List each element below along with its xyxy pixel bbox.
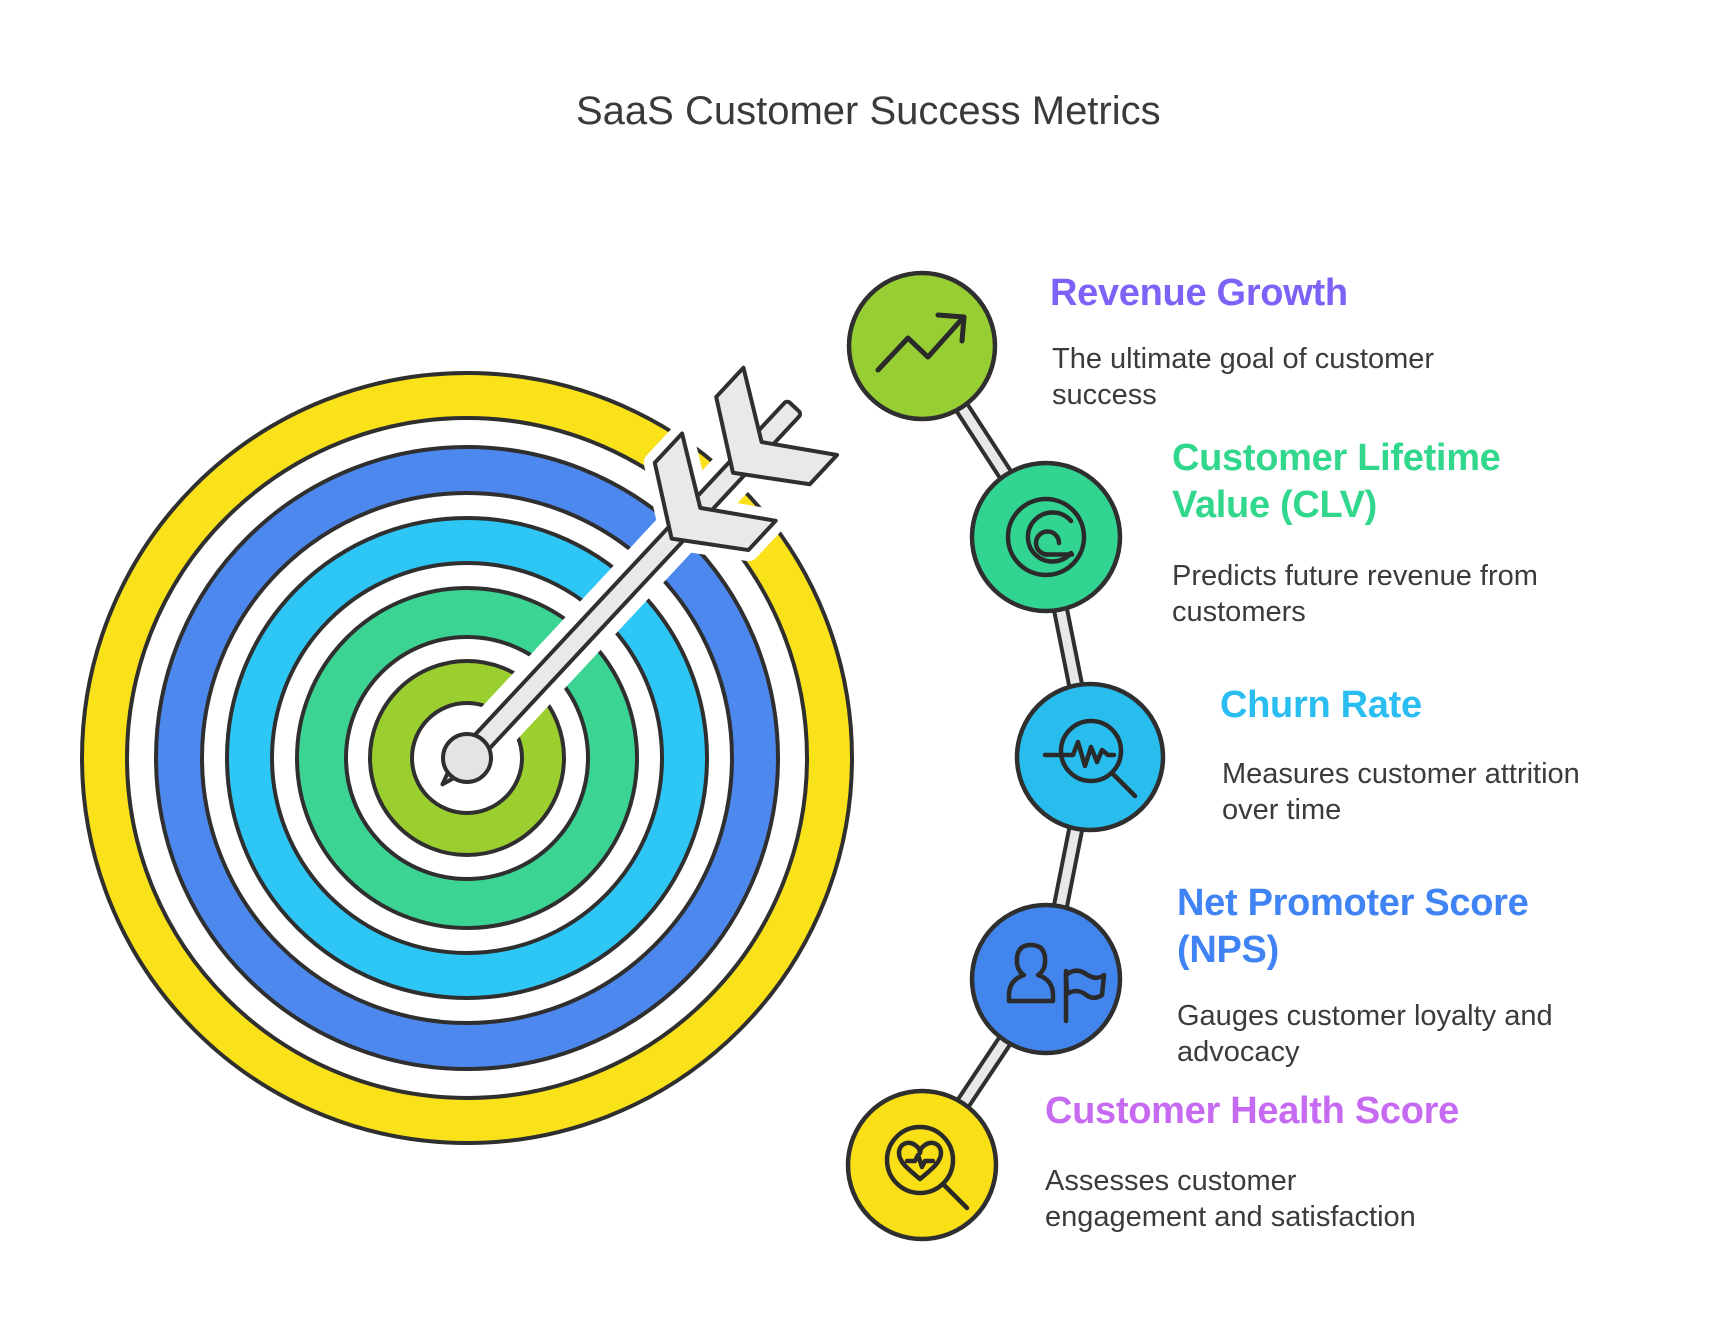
arrow-fletching <box>652 431 778 553</box>
metric-circle-nps <box>969 902 1123 1056</box>
metric-description-revenue-growth: The ultimate goal of customer success <box>1052 343 1435 411</box>
metric-heading-health-score: Customer Health Score <box>1045 1090 1459 1132</box>
metric-heading-revenue-growth: Revenue Growth <box>1050 272 1348 314</box>
target-arrow-icon <box>440 365 840 787</box>
spiral-target-icon <box>1005 496 1087 578</box>
page-title: SaaS Customer Success Metrics <box>576 89 1161 133</box>
metric-description-health-score: Assesses customer engagement and satisfa… <box>1045 1165 1416 1233</box>
target-center-dot <box>441 732 493 784</box>
metric-description-churn-rate: Measures customer attrition over time <box>1222 758 1580 826</box>
trend-up-arrow-icon <box>875 312 967 373</box>
magnifier-wave-icon <box>1042 718 1138 799</box>
metric-heading-clv: Customer Lifetime Value (CLV) <box>1172 437 1501 526</box>
metric-circle-health-score <box>845 1088 999 1242</box>
metric-circle-revenue-growth <box>846 270 998 422</box>
metric-circle-churn-rate <box>1014 681 1166 833</box>
arrow-fletching <box>714 365 840 487</box>
metric-description-clv: Predicts future revenue from customers <box>1172 560 1538 628</box>
metric-circle-clv <box>969 460 1123 614</box>
heart-magnifier-icon <box>884 1124 970 1211</box>
metric-heading-churn-rate: Churn Rate <box>1220 684 1422 726</box>
metric-heading-nps: Net Promoter Score (NPS) <box>1177 882 1529 971</box>
person-flag-icon <box>1006 942 1107 1024</box>
metric-description-nps: Gauges customer loyalty and advocacy <box>1177 1000 1553 1068</box>
